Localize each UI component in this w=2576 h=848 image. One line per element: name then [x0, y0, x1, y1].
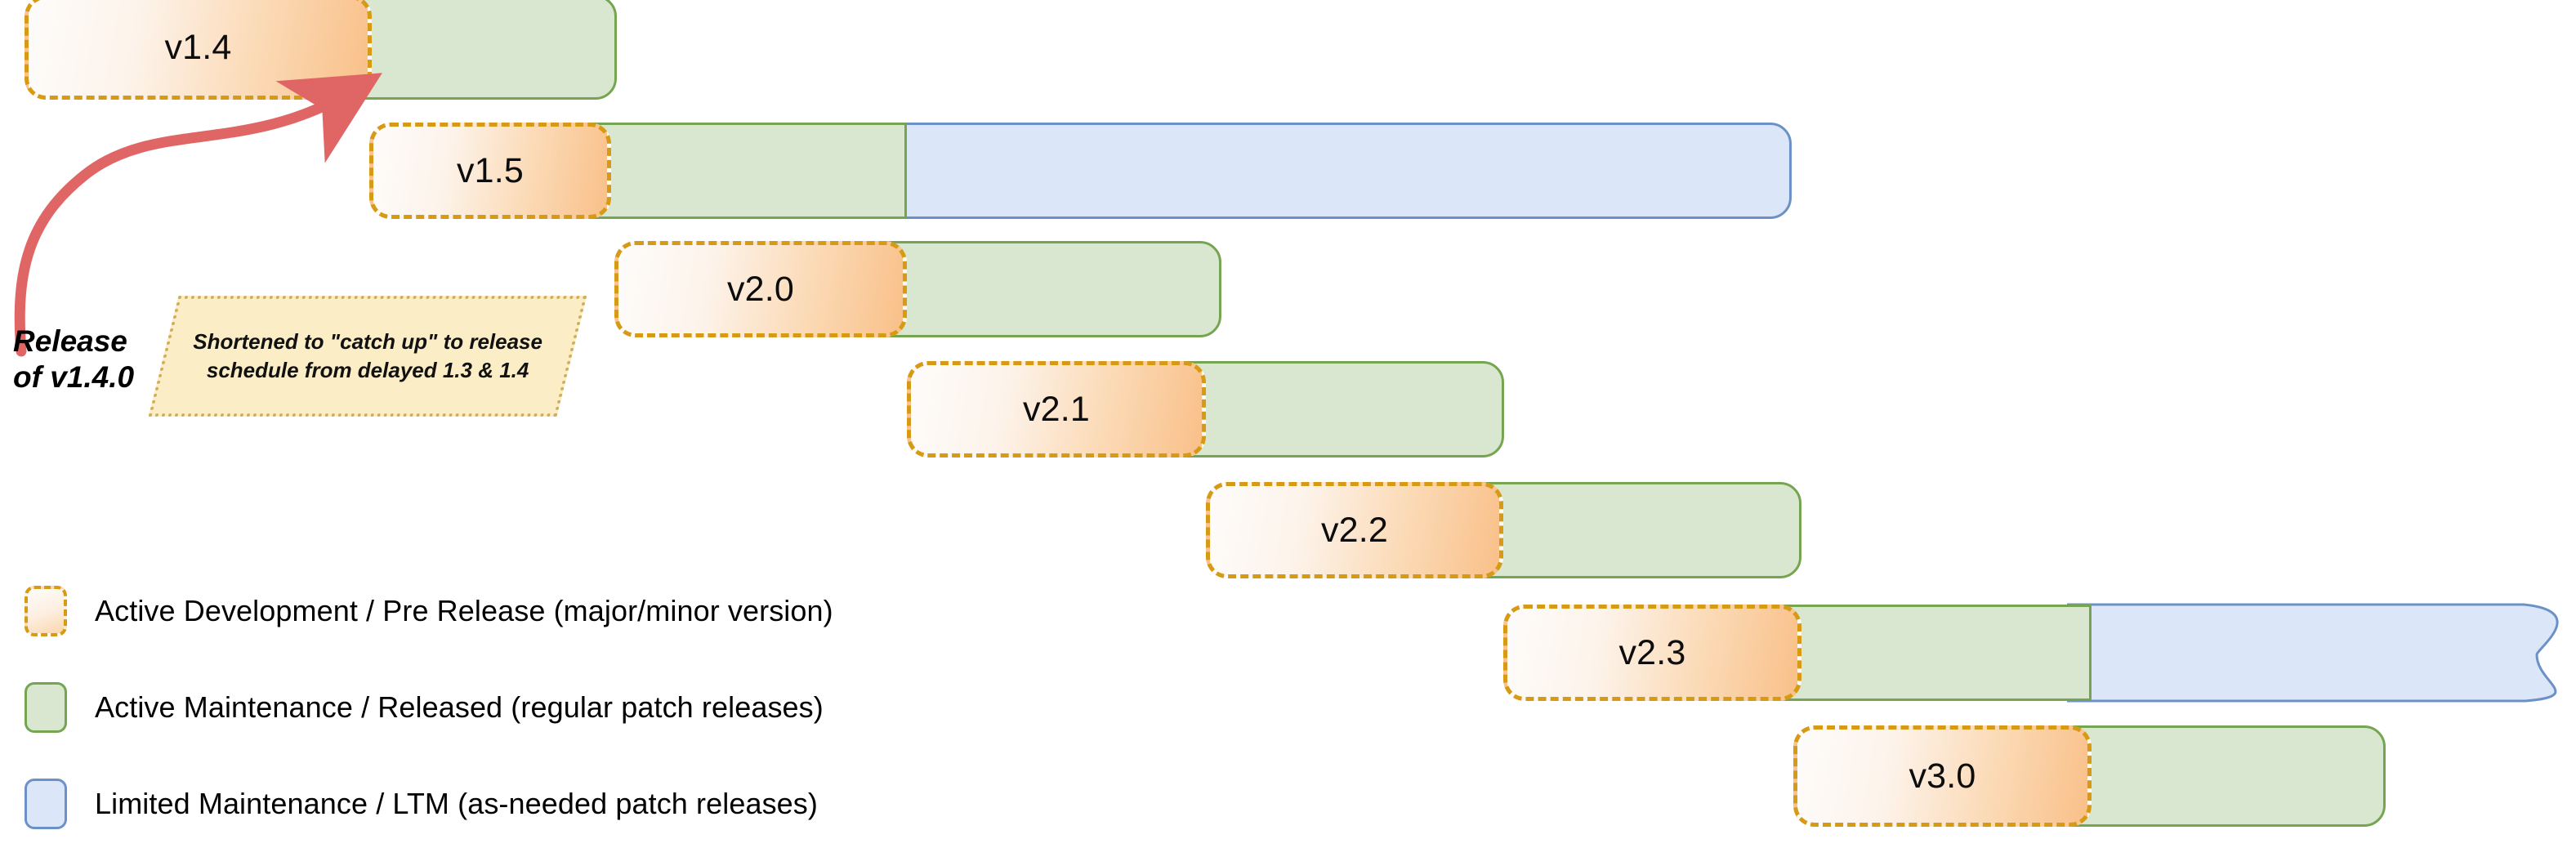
maintenance-segment [2067, 725, 2386, 827]
release-bar-v2-1[interactable]: v2.1 [907, 361, 1206, 457]
release-bar-v2-0[interactable]: v2.0 [614, 241, 907, 337]
release-version-label: v2.0 [726, 269, 795, 309]
maintenance-segment [882, 241, 1221, 337]
release-version-label: v1.4 [164, 27, 232, 67]
legend: Active Development / Pre Release (major/… [25, 586, 833, 848]
maintenance-segment [587, 123, 907, 219]
release-version-label: v1.5 [456, 150, 525, 190]
legend-label: Active Development / Pre Release (major/… [95, 594, 833, 627]
release-version-label: v2.1 [1022, 389, 1091, 429]
release-bar-v2-2[interactable]: v2.2 [1206, 482, 1503, 578]
legend-label: Active Maintenance / Released (regular p… [95, 690, 824, 724]
release-bar-v1-5[interactable]: v1.5 [369, 123, 611, 219]
release-version-label: v2.2 [1320, 510, 1389, 550]
schedule-note-callout: Shortened to "catch up" to release sched… [148, 296, 587, 417]
legend-swatch-maint-icon [25, 682, 67, 733]
legend-item-maint: Active Maintenance / Released (regular p… [25, 682, 833, 733]
maintenance-segment [347, 0, 617, 100]
legend-swatch-dev-icon [25, 586, 67, 636]
release-callout-label: Release of v1.4.0 [13, 324, 135, 394]
release-bar-v1-4[interactable]: v1.4 [25, 0, 372, 100]
schedule-note-text: Shortened to "catch up" to release sched… [193, 329, 542, 382]
release-version-label: v3.0 [1909, 756, 1976, 796]
release-bar-v2-3[interactable]: v2.3 [1503, 605, 1801, 701]
legend-item-dev: Active Development / Pre Release (major/… [25, 586, 833, 636]
legend-swatch-ltm-icon [25, 779, 67, 829]
release-version-label: v2.3 [1618, 632, 1686, 672]
release-bar-v3-0[interactable]: v3.0 [1793, 725, 2092, 827]
legend-label: Limited Maintenance / LTM (as-needed pat… [95, 787, 818, 820]
maintenance-segment [1181, 361, 1504, 457]
maintenance-segment [1777, 605, 2092, 701]
maintenance-segment [1479, 482, 1801, 578]
ltm-segment-open-ended [2067, 603, 2559, 703]
ltm-segment [882, 123, 1792, 219]
legend-item-ltm: Limited Maintenance / LTM (as-needed pat… [25, 779, 833, 829]
